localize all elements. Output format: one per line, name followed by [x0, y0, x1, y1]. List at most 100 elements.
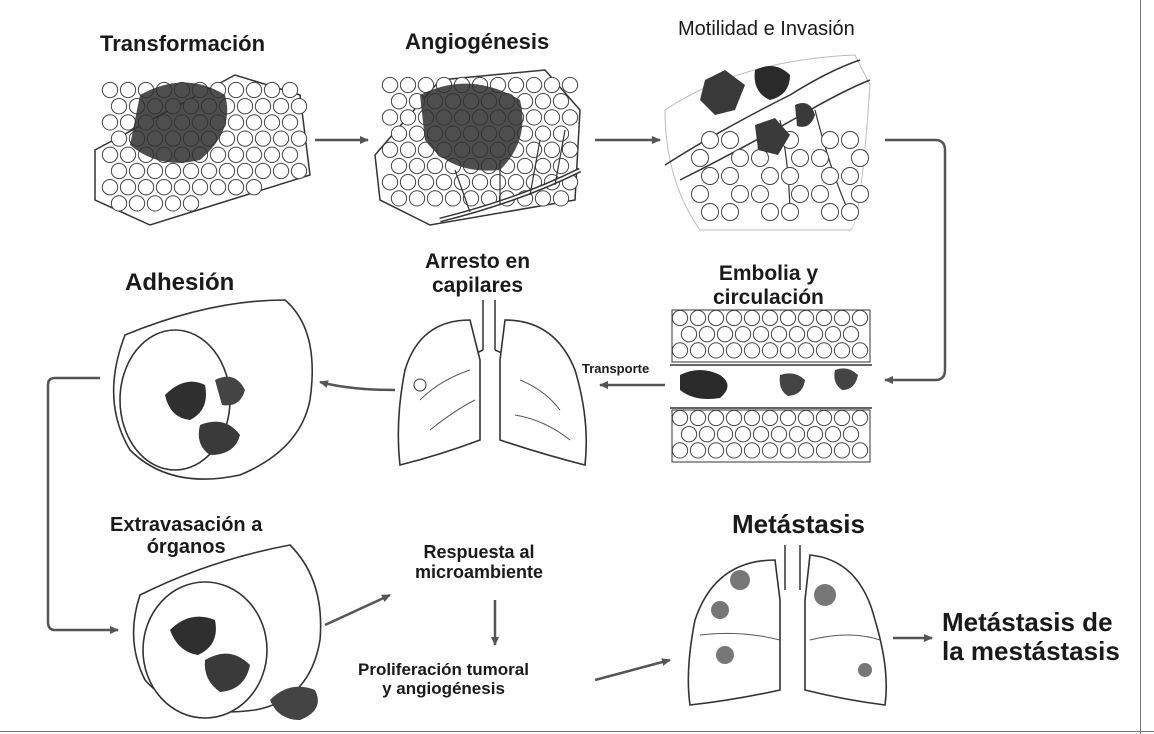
cell-shape [210, 180, 225, 195]
cell-shape [672, 410, 687, 425]
cell-shape [780, 310, 795, 325]
cell-shape [454, 175, 469, 190]
cell-shape [798, 310, 813, 325]
cell-shape [273, 131, 288, 146]
cell-shape [702, 132, 719, 149]
cell-shape [526, 110, 541, 125]
cell-shape [744, 410, 759, 425]
cell-shape [771, 327, 786, 342]
cell-shape [246, 147, 261, 162]
cell-shape [852, 343, 867, 358]
cell-shape [102, 82, 117, 97]
cell-shape [382, 175, 397, 190]
cell-shape [382, 110, 397, 125]
cell-shape [722, 132, 739, 149]
cell-shape [120, 147, 135, 162]
cell-shape [843, 327, 858, 342]
cell-shape [780, 410, 795, 425]
motility-invasion-illustration [665, 55, 870, 230]
cell-shape [762, 168, 779, 185]
arrow-arresto-to-adhesion [320, 382, 395, 390]
cell-shape [409, 191, 424, 206]
cell-shape [717, 327, 732, 342]
label-metastasis-final: Metástasis de la mestástasis [942, 608, 1120, 666]
cell-shape [708, 310, 723, 325]
label-embolia: Embolia y circulación [713, 262, 824, 309]
cell-shape [834, 443, 849, 458]
arrow-extravasacion-to-respuesta [325, 595, 390, 625]
cell-shape [445, 191, 460, 206]
cell-shape [834, 343, 849, 358]
cell-shape [834, 410, 849, 425]
label-proliferacion: Proliferación tumoral y angiogénesis [358, 660, 529, 698]
cell-shape [120, 115, 135, 130]
cell-shape [744, 343, 759, 358]
cell-shape [722, 204, 739, 221]
label-embolia-line2: circulación [713, 286, 824, 310]
embolism-circulation-illustration [670, 310, 872, 462]
cell-shape [282, 147, 297, 162]
cell-shape [391, 126, 406, 141]
cell-shape [228, 82, 243, 97]
cell-shape [762, 310, 777, 325]
cell-shape [672, 343, 687, 358]
cell-shape [825, 427, 840, 442]
label-extravasacion: Extravasación a órganos [110, 514, 262, 559]
cell-shape [174, 180, 189, 195]
cell-shape [762, 410, 777, 425]
cell-shape [255, 163, 270, 178]
cell-shape [291, 99, 306, 114]
cell-shape [690, 443, 705, 458]
cell-shape [535, 94, 550, 109]
adhesion-vessel-illustration [114, 300, 313, 479]
label-respuesta-line2: microambiente [415, 562, 543, 582]
cell-shape [692, 186, 709, 203]
cell-shape [129, 163, 144, 178]
label-arresto-line2: capilares [425, 274, 530, 298]
label-proliferacion-line1: Proliferación tumoral [358, 660, 529, 679]
cell-shape [273, 99, 288, 114]
label-metastasis-final-line1: Metástasis de [942, 608, 1120, 637]
cell-shape [400, 142, 415, 157]
cell-shape [111, 99, 126, 114]
cell-shape [726, 410, 741, 425]
cell-shape [681, 427, 696, 442]
cell-shape [744, 443, 759, 458]
cell-shape [264, 147, 279, 162]
cell-shape [192, 180, 207, 195]
transformation-tissue-illustration [95, 75, 310, 225]
cell-shape [681, 327, 696, 342]
cell-shape [400, 77, 415, 92]
label-respuesta: Respuesta al microambiente [415, 542, 543, 582]
cell-shape [843, 427, 858, 442]
cell-shape [111, 131, 126, 146]
cell-shape [753, 327, 768, 342]
cell-shape [807, 427, 822, 442]
cell-shape [544, 110, 559, 125]
arrow-adhesion-to-extravasacion [48, 378, 118, 630]
cell-shape [752, 150, 769, 167]
cell-shape [553, 94, 568, 109]
cell-shape [744, 310, 759, 325]
cell-shape [237, 163, 252, 178]
cell-shape [544, 77, 559, 92]
cell-shape [508, 175, 523, 190]
arrow-motilidad-to-embolia [885, 140, 945, 380]
cell-shape [752, 186, 769, 203]
label-proliferacion-line2: y angiogénesis [358, 679, 529, 698]
cell-shape [852, 186, 869, 203]
cell-shape [762, 343, 777, 358]
cell-shape [246, 180, 261, 195]
cell-shape [517, 158, 532, 173]
cell-shape [816, 343, 831, 358]
cell-shape [726, 343, 741, 358]
cell-shape [753, 427, 768, 442]
cell-shape [852, 150, 869, 167]
cell-shape [822, 204, 839, 221]
cell-shape [690, 310, 705, 325]
cell-shape [291, 131, 306, 146]
cell-shape [822, 168, 839, 185]
cell-shape [562, 110, 577, 125]
cell-shape [255, 99, 270, 114]
